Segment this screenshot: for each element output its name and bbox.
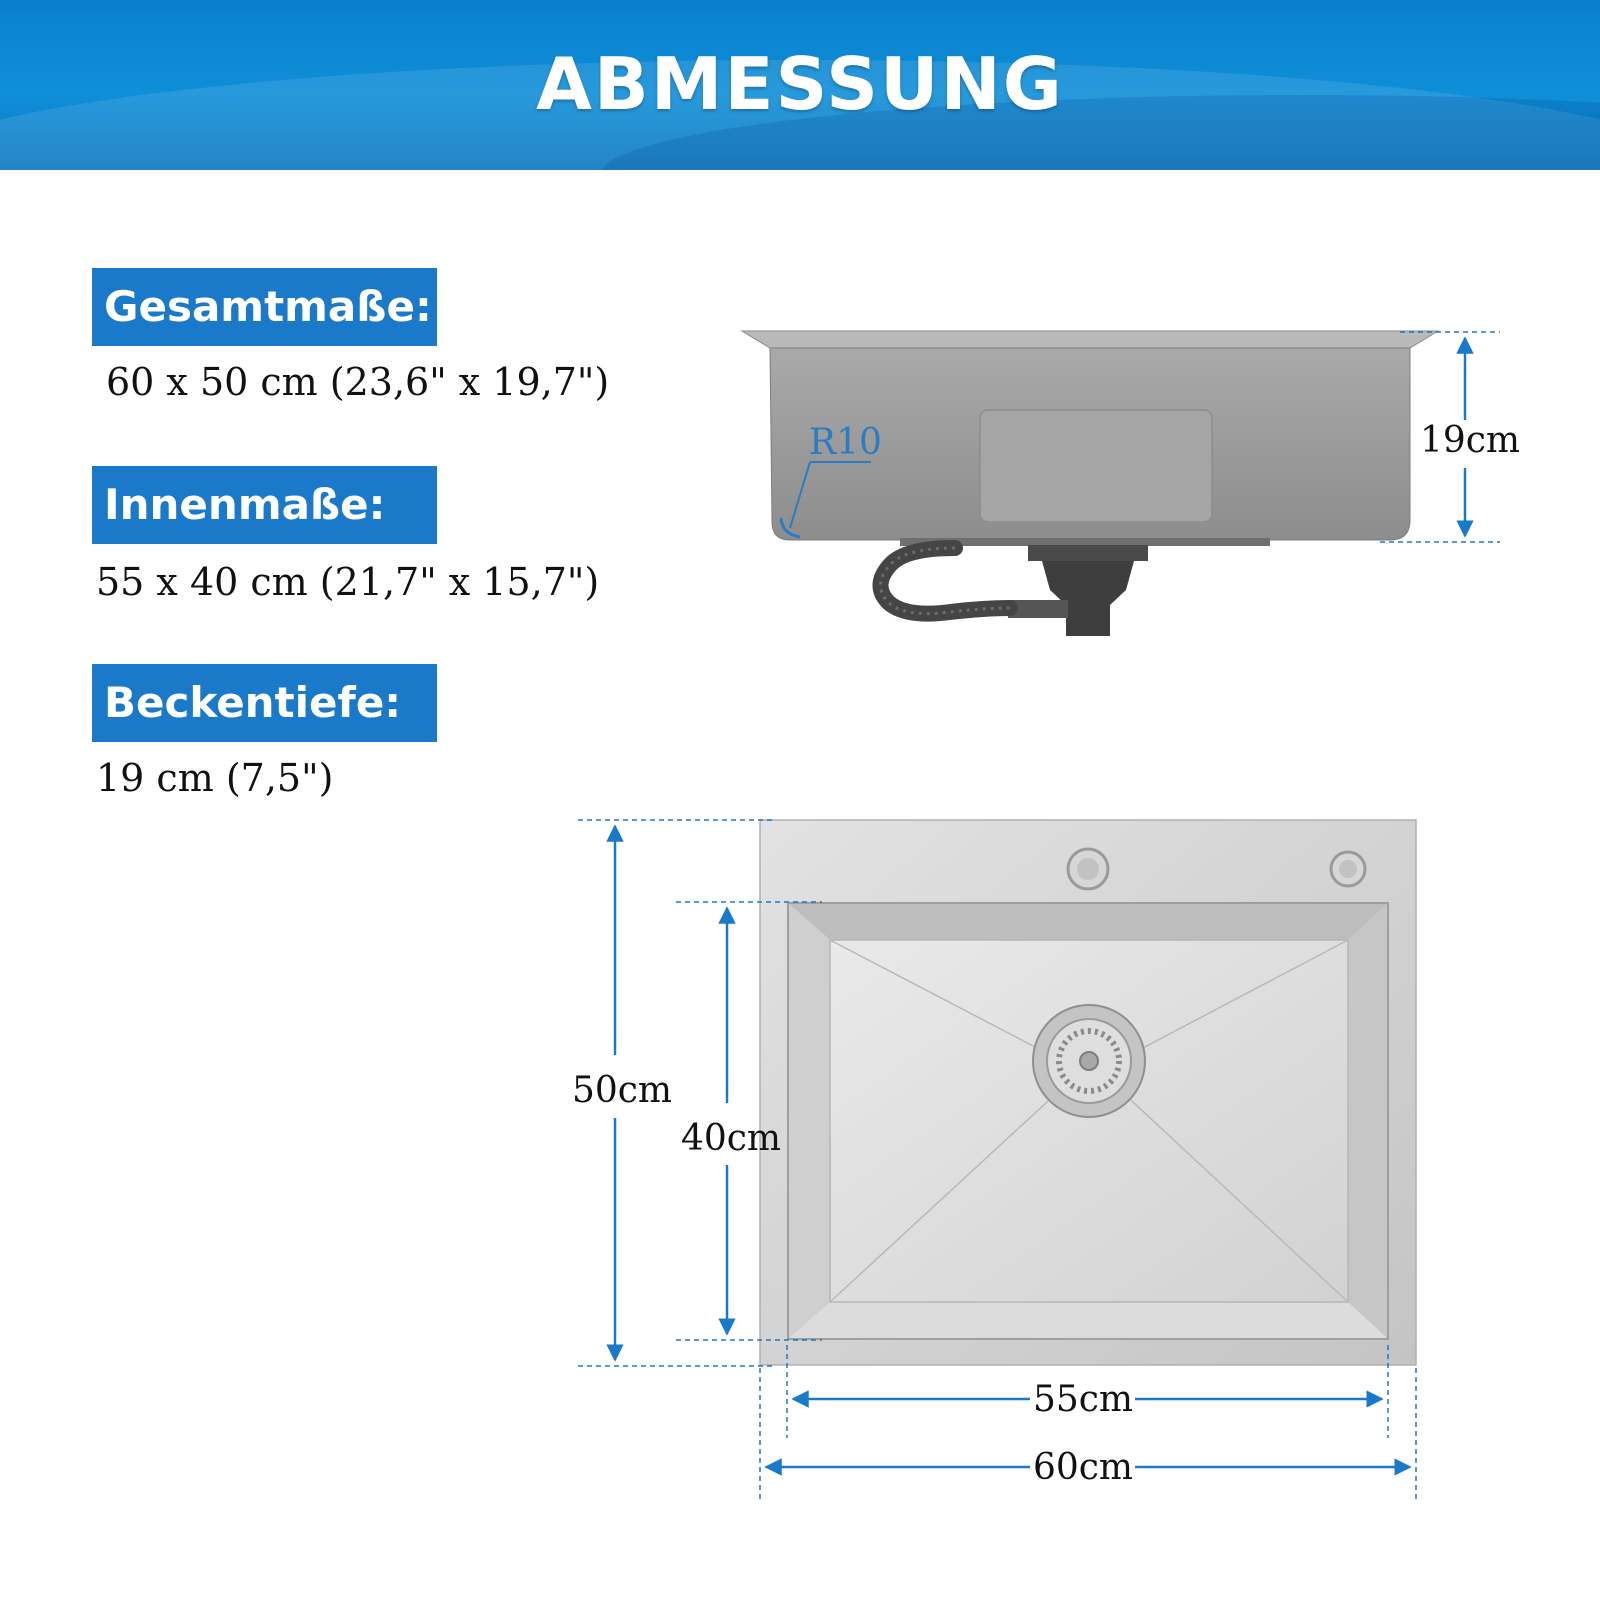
- page-title: ABMESSUNG: [536, 42, 1064, 126]
- sink-side-view: R10 19cm: [740, 330, 1520, 636]
- overflow-hose-ribs: [879, 546, 1011, 616]
- slope-line-tl: [829, 939, 1061, 1061]
- inner-dimensions-value: 55 x 40 cm (21,7" x 15,7"): [96, 560, 600, 604]
- depth-dimension-label: 19cm: [1420, 420, 1520, 461]
- inner-dimensions-label: Innenmaße:: [92, 466, 437, 544]
- basin-depth-label: Beckentiefe:: [92, 664, 437, 742]
- strainer-knob: [1079, 1051, 1099, 1071]
- side-rim: [740, 330, 1440, 349]
- basin-wall-back: [788, 903, 1388, 940]
- overall-dimensions-value: 60 x 50 cm (23,6" x 19,7"): [106, 360, 610, 404]
- slope-line-tr: [1119, 939, 1349, 1061]
- basin-depth-value: 19 cm (7,5"): [96, 756, 334, 800]
- basin-wall-right: [1348, 903, 1388, 1339]
- sink-top-view: 50cm 40cm 55cm 60cm: [572, 819, 1417, 1500]
- overall-dimensions-label: Gesamtmaße:: [92, 268, 437, 346]
- strainer-holes: [1056, 1028, 1122, 1094]
- drain-body: [1042, 561, 1134, 636]
- tap-hole-inner: [1077, 858, 1099, 880]
- outer-width-label: 60cm: [1033, 1447, 1133, 1488]
- radius-leader: [789, 461, 811, 529]
- slope-line-bl: [829, 1089, 1061, 1303]
- basin-wall-left: [788, 903, 830, 1339]
- inner-width-label: 55cm: [1033, 1379, 1133, 1420]
- outer-height-label: 50cm: [572, 1070, 672, 1111]
- slope-line-br: [1119, 1089, 1349, 1303]
- basin-outline: [787, 902, 1389, 1340]
- basin-wall-front: [788, 1302, 1388, 1339]
- drain-connector: [1008, 600, 1068, 618]
- side-label-plate: [979, 409, 1213, 523]
- soap-hole-inner: [1339, 860, 1357, 878]
- basin-floor: [829, 939, 1349, 1303]
- inner-height-label: 40cm: [681, 1118, 781, 1159]
- radius-arc: [779, 517, 801, 539]
- drain-flange: [1028, 545, 1148, 561]
- header-banner: ABMESSUNG: [0, 0, 1600, 170]
- side-bottom-bracket: [900, 538, 1270, 546]
- radius-label: R10: [809, 422, 882, 463]
